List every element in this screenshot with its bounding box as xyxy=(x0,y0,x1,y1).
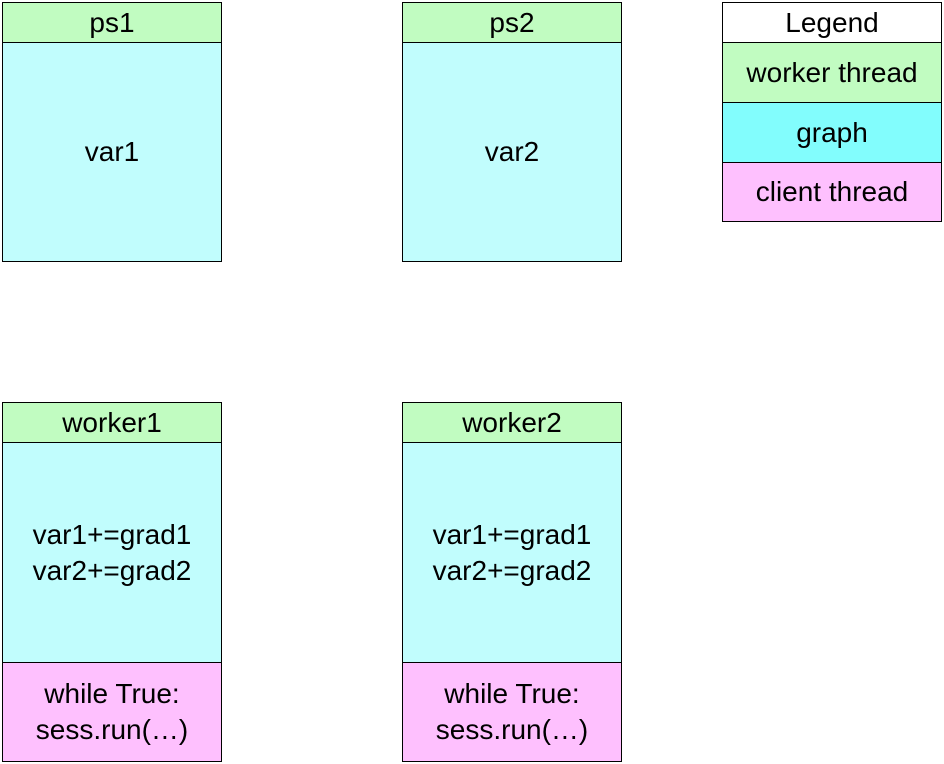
legend-title: Legend xyxy=(723,3,941,43)
worker1-box: worker1 var1+=grad1 var2+=grad2 while Tr… xyxy=(2,402,222,762)
worker2-graph: var1+=grad1 var2+=grad2 xyxy=(403,443,621,663)
legend-graph: graph xyxy=(723,103,941,163)
legend-worker-thread: worker thread xyxy=(723,43,941,103)
worker2-header: worker2 xyxy=(403,403,621,443)
legend-client-thread: client thread xyxy=(723,163,941,221)
worker1-graph: var1+=grad1 var2+=grad2 xyxy=(3,443,221,663)
worker2-client: while True: sess.run(…) xyxy=(403,663,621,761)
ps2-header: ps2 xyxy=(403,3,621,43)
ps2-box: ps2 var2 xyxy=(402,2,622,262)
worker1-header: worker1 xyxy=(3,403,221,443)
ps1-graph: var1 xyxy=(3,43,221,261)
worker1-client: while True: sess.run(…) xyxy=(3,663,221,761)
ps1-box: ps1 var1 xyxy=(2,2,222,262)
ps1-header: ps1 xyxy=(3,3,221,43)
ps2-graph: var2 xyxy=(403,43,621,261)
legend-box: Legend worker thread graph client thread xyxy=(722,2,942,222)
worker2-box: worker2 var1+=grad1 var2+=grad2 while Tr… xyxy=(402,402,622,762)
